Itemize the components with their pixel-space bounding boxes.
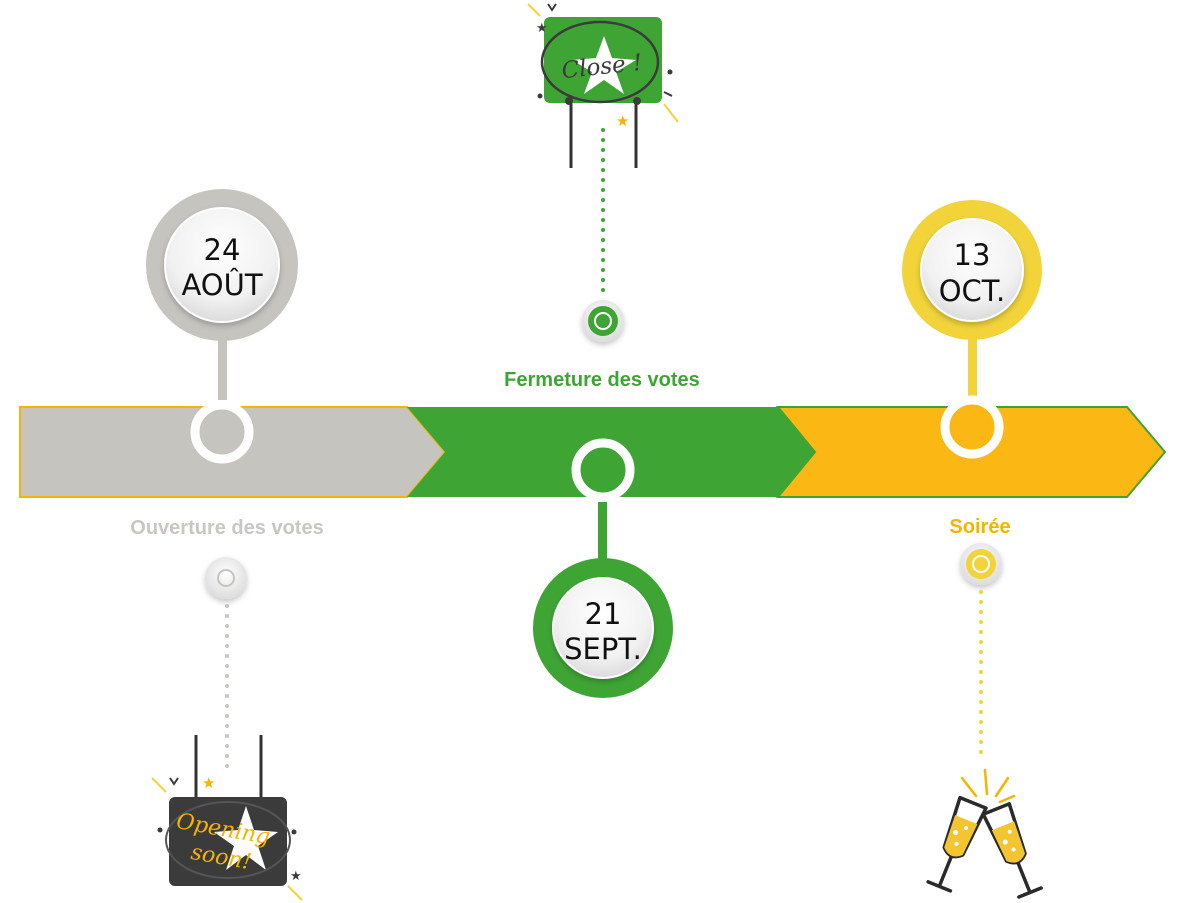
node-dot-ring (217, 569, 235, 587)
date-day: 13 (954, 238, 991, 272)
milestone-soiree: 13 OCT. Soirée (902, 200, 1042, 764)
node-dot-fill (588, 306, 618, 336)
date-month: SEPT. (564, 632, 642, 666)
opening-soon-sign-icon: Opening soon! ★ ★ (151, 735, 303, 901)
milestone-node (571, 438, 635, 502)
date-day: 24 (204, 233, 241, 267)
node-dot-ring (972, 555, 990, 573)
date-badge-inner (920, 218, 1024, 322)
milestone-connector (968, 336, 977, 400)
date-day: 21 (585, 597, 622, 631)
svg-text:★: ★ (290, 869, 302, 884)
stage-label: Soirée (949, 516, 1010, 538)
svg-text:★: ★ (616, 112, 629, 130)
node-dot-fill (966, 549, 996, 579)
node-dot-ring (594, 312, 612, 330)
date-month: OCT. (939, 274, 1006, 308)
date-month: AOÛT (181, 268, 262, 302)
svg-text:★: ★ (202, 774, 215, 792)
milestone-ouverture: 24 AOÛT Ouverture des votes (130, 189, 324, 777)
champagne-glasses-icon (926, 768, 1043, 899)
milestone-connector (218, 336, 227, 400)
node-dot (205, 557, 247, 599)
date-badge-inner (164, 207, 280, 323)
milestone-connector (598, 502, 607, 572)
svg-text:★: ★ (536, 21, 548, 36)
date-badge-inner (552, 577, 654, 679)
stage-label: Ouverture des votes (130, 517, 323, 539)
close-sign-icon: Close ! ★ ★ (527, 3, 679, 168)
milestone-node (940, 395, 1004, 459)
stage-label: Fermeture des votes (504, 369, 700, 391)
milestone-fermeture: 21 SEPT. Fermeture des votes (504, 128, 700, 698)
milestone-node (190, 400, 254, 464)
